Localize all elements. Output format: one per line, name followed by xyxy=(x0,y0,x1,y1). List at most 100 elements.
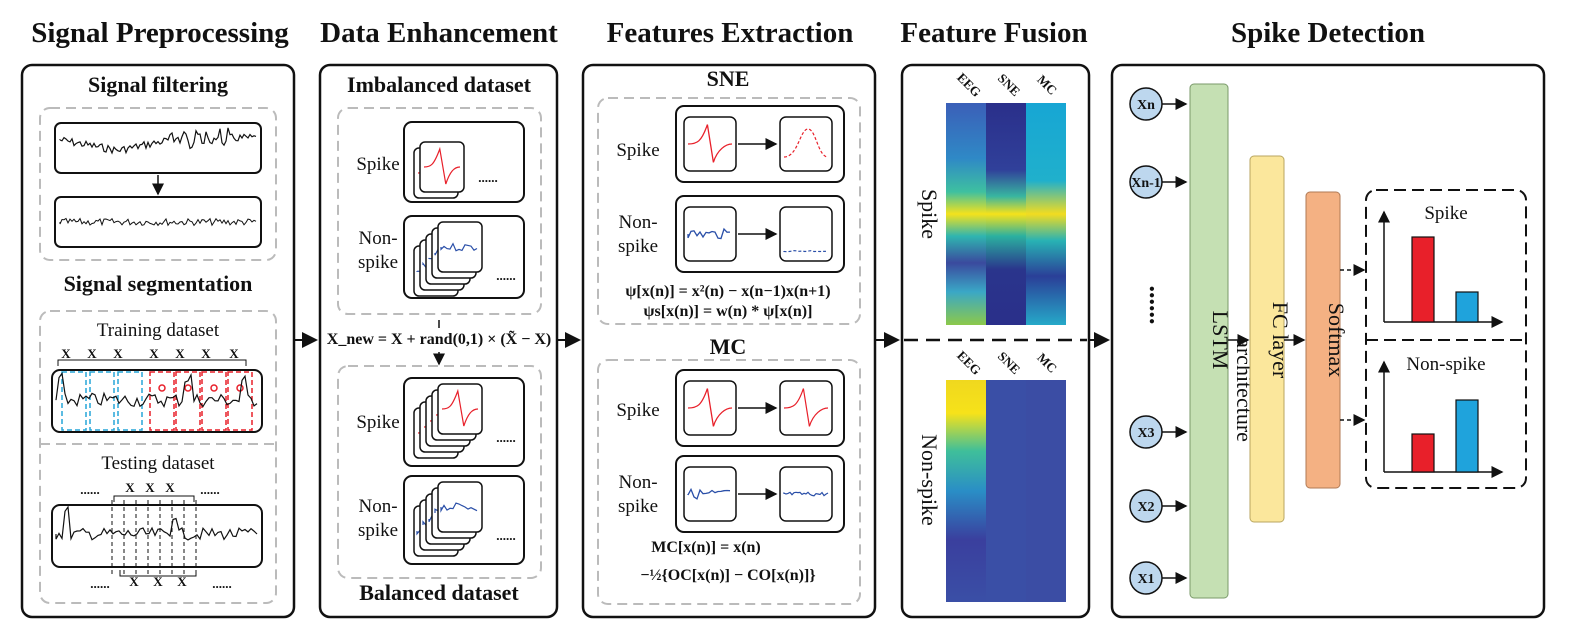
stacked-dots: ...... xyxy=(478,170,498,185)
bal-non-label-2: spike xyxy=(358,520,398,541)
training-window-red xyxy=(201,371,227,431)
training-bracket xyxy=(57,359,247,366)
training-window-label: X xyxy=(149,346,159,361)
testing-dots-bottom-left: ...... xyxy=(90,576,110,591)
output-spike-chart xyxy=(1378,210,1504,328)
training-signal-trace xyxy=(55,371,258,409)
fusion-col-mc-top: MC xyxy=(1034,72,1060,98)
feature-output-wave xyxy=(783,249,827,253)
output-nonspike-label: Non-spike xyxy=(1406,354,1485,375)
balanced-dataset-title: Balanced dataset xyxy=(359,580,519,605)
testing-label-top-1: X xyxy=(125,480,135,495)
stacked-dots: ...... xyxy=(496,430,516,445)
heatmap-spike-mc xyxy=(1026,103,1066,325)
imb-non-label-2: spike xyxy=(358,252,398,273)
testing-signal-trace xyxy=(55,505,258,541)
stacked-sample-card xyxy=(437,383,483,435)
mc-box xyxy=(597,359,861,605)
mc-nonspike-card xyxy=(675,455,845,533)
testing-dots-bottom-right: ...... xyxy=(212,576,232,591)
feature-input-wave xyxy=(687,227,731,240)
heatmap-non-eeg xyxy=(946,380,986,602)
mc-spike-label: Spike xyxy=(616,400,659,421)
training-window-red xyxy=(175,371,201,431)
feature-output-wave xyxy=(783,491,829,497)
filtering-box xyxy=(39,107,277,261)
heatmap-spike-sne xyxy=(986,103,1026,325)
testing-label-bottom-2: X xyxy=(153,574,163,589)
sne-nonspike-pair xyxy=(683,206,833,262)
imb-non-label-1: Non- xyxy=(358,228,397,249)
stacked-dots: ...... xyxy=(496,528,516,543)
feature-output-card xyxy=(779,206,833,262)
testing-label-bottom-1: X xyxy=(129,574,139,589)
training-window-label: X xyxy=(175,346,185,361)
chart-bar xyxy=(1411,236,1435,323)
training-signal-box xyxy=(51,369,263,433)
chart-bar xyxy=(1455,291,1479,323)
lstm-block xyxy=(1189,83,1229,599)
training-window-red xyxy=(149,371,175,431)
raw-signal-trace xyxy=(59,127,257,155)
section-title-enhancement: Data Enhancement xyxy=(320,17,558,49)
input-node-label: Xn xyxy=(1137,98,1155,113)
stacked-sample-card xyxy=(437,481,483,533)
bal-nonspike-stack: ...... xyxy=(413,481,516,557)
section-title-detection: Spike Detection xyxy=(1231,17,1425,49)
mc-equation-1: MC[x(n)] = x(n) xyxy=(651,539,761,556)
input-node-label: X2 xyxy=(1137,500,1154,515)
input-dots: ...... xyxy=(1144,286,1173,325)
testing-dots-left: ...... xyxy=(80,482,100,497)
segmentation-box xyxy=(39,310,277,604)
fusion-spike-label: Spike xyxy=(917,189,942,239)
fusion-col-mc-bottom: MC xyxy=(1034,350,1060,376)
testing-window-ticks xyxy=(111,495,197,577)
chart-bar xyxy=(1411,433,1435,473)
testing-dots-right: ...... xyxy=(200,482,220,497)
fusion-col-sne-bottom: SNE xyxy=(995,349,1023,377)
stacked-sample-card xyxy=(437,221,483,273)
section-title-fusion: Feature Fusion xyxy=(900,17,1087,49)
stacked-sample-wave xyxy=(440,242,478,252)
testing-label-bottom-3: X xyxy=(177,574,187,589)
fc-layer-block xyxy=(1249,155,1285,523)
imb-spike-card xyxy=(403,121,525,203)
spike-marker xyxy=(158,384,166,392)
bal-nonspike-card xyxy=(403,475,525,565)
input-node-label: X3 xyxy=(1137,426,1154,441)
feature-input-wave xyxy=(687,124,733,163)
imbalanced-dataset-title: Imbalanced dataset xyxy=(347,72,532,97)
mc-nonspike-pair xyxy=(683,466,833,522)
training-window-blue xyxy=(117,371,143,431)
bal-spike-stack: ...... xyxy=(413,383,516,459)
heatmap-non-sne xyxy=(986,380,1026,602)
output-nonspike-chart xyxy=(1378,360,1504,478)
training-window-label: X xyxy=(87,346,97,361)
bal-spike-card xyxy=(403,377,525,467)
training-dataset-label: Training dataset xyxy=(97,320,220,341)
heatmap-spike-eeg xyxy=(946,103,986,325)
training-window-label: X xyxy=(201,346,211,361)
mc-spike-card xyxy=(675,369,845,447)
testing-label-top-3: X xyxy=(165,480,175,495)
feature-output-wave xyxy=(783,128,829,158)
mc-spike-pair xyxy=(683,380,833,436)
sne-box xyxy=(597,97,861,325)
fusion-nonspike-label: Non-spike xyxy=(917,434,942,526)
sne-non-label-1: Non- xyxy=(618,212,657,233)
mc-equation-2: −½{OC[x(n)] − CO[x(n)]} xyxy=(640,567,815,584)
bal-non-label-1: Non- xyxy=(358,496,397,517)
stacked-sample-wave xyxy=(423,146,461,185)
training-window-label: X xyxy=(61,346,71,361)
signal-filtering-title: Signal filtering xyxy=(88,72,228,97)
filtered-signal-box xyxy=(54,196,262,248)
spike-marker xyxy=(210,384,218,392)
spike-marker xyxy=(236,384,244,392)
imb-nonspike-card xyxy=(403,215,525,299)
fusion-col-eeg-bottom: EEG xyxy=(954,348,984,378)
testing-dataset-label: Testing dataset xyxy=(101,453,215,474)
mc-title: MC xyxy=(710,334,747,359)
sne-nonspike-card xyxy=(675,195,845,273)
softmax-label: Softmax xyxy=(1324,303,1349,378)
